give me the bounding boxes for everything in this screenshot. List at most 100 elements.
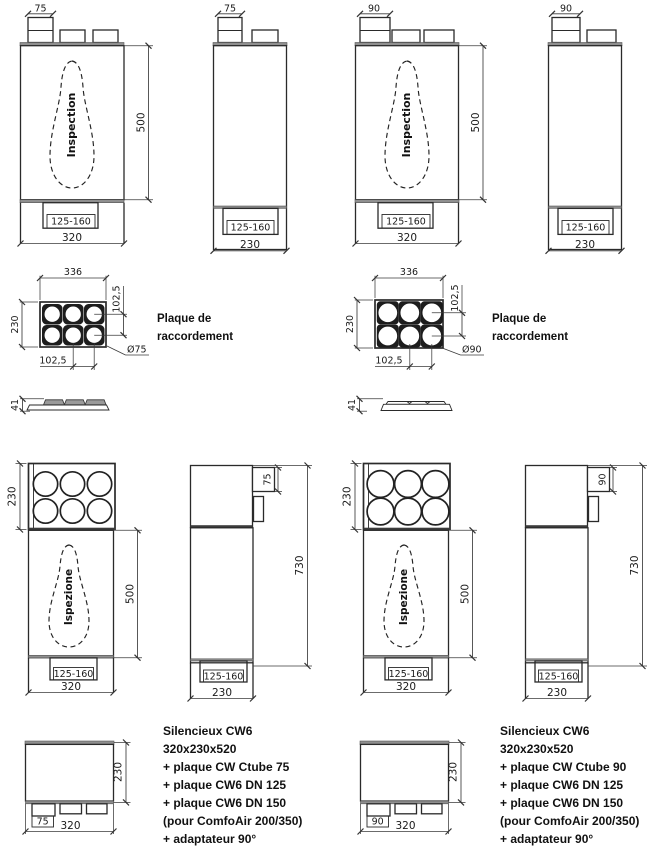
dim-label-102-5: 102,5 [375,356,402,367]
dim-label-75: 75 [263,473,274,485]
assembly-front-90: 230 Ispezione 500 125-160 320 [342,460,477,696]
plate-profile-90: 41 [347,395,453,415]
inspection-label: Inspection [400,93,413,158]
duct-stub [394,803,418,815]
dim-label-730: 730 [294,555,306,575]
spec-line: Silencieux CW6 [500,724,590,738]
spec-line: + plaque CW Ctube 75 [163,760,290,774]
dim-label-collar: 125-160 [539,672,579,683]
dim-label-320: 320 [62,232,82,244]
dim-label-41: 41 [10,399,21,411]
dim-label-320: 320 [61,681,81,693]
dim-label-230: 230 [547,687,567,699]
spec-line: 320x230x520 [163,742,237,756]
duct-stub [251,29,279,44]
dim-label-500: 500 [460,584,472,604]
dim-label-500: 500 [125,584,137,604]
duct-stub [586,29,617,44]
plate-profile-75: 41 [10,395,110,415]
spec-line: + adaptateur 90° [163,832,257,846]
dim-label-75: 75 [37,817,49,828]
dim-label-collar: 125-160 [566,223,606,234]
duct-stub [59,29,86,44]
silencer-body [359,743,450,802]
dim-label-75: 75 [224,4,236,15]
caption-line: Plaque de [492,313,547,325]
spec-block-90: Silencieux CW6 320x230x520 + plaque CW C… [500,722,639,848]
assembly-front-75: 230 Ispezione 500 125-160 320 [7,460,142,696]
dim-label-320: 320 [396,681,416,693]
dim-label-dia90: Ø90 [462,345,482,356]
assembly-side-90: 90 125-160 230 730 [522,462,647,702]
dim-label-230: 230 [113,762,125,782]
inspection-label: Ispezione [398,569,410,625]
dim-label-500: 500 [136,112,148,132]
dim-label-90: 90 [368,4,380,15]
silencer-body [27,529,115,659]
silencer-body [24,743,115,802]
spec-line: + plaque CW6 DN 150 [500,796,624,810]
dim-label-collar: 125-160 [54,669,94,680]
duct-stub [359,16,391,44]
plate-cells [376,301,443,348]
dim-label-collar: 125-160 [204,672,244,683]
duct-stub [31,803,56,817]
dim-label-102-5: 102,5 [39,356,66,367]
plate-holes [32,470,113,525]
plate-caption-right: Plaque de raccordement [492,310,568,346]
dim-label-230: 230 [342,486,354,506]
connection-plate-75: 336 230 102,5 102,5 Ø75 [10,267,149,370]
plate-side [189,464,254,529]
dim-label-500: 500 [470,112,482,132]
dim-label-230: 230 [7,486,19,506]
dim-label-41: 41 [347,399,358,411]
top-view-90: 90 230 320 [357,739,466,835]
duct-stub [391,29,421,44]
dim-label-320: 320 [60,820,80,832]
silencer-body [524,527,589,664]
dim-label-230: 230 [575,239,595,251]
duct-stub [27,16,54,44]
dim-label-dia75: Ø75 [127,345,147,356]
spec-line: + plaque CW6 DN 150 [163,796,287,810]
spec-line: (pour ComfoAir 200/350) [163,814,303,828]
dim-label-collar: 125-160 [386,217,426,228]
dim-label-90: 90 [560,4,572,15]
dim-label-730: 730 [629,555,641,575]
silencer-body [362,529,450,659]
dim-label-320: 320 [397,232,417,244]
duct-stub [59,803,83,815]
duct-stub [587,495,600,523]
duct-stub [217,16,243,44]
duct-stub [586,466,611,493]
silencer-body [212,45,288,251]
spec-line: + plaque CW6 DN 125 [163,778,287,792]
dim-label-90: 90 [598,473,609,485]
duct-stub [366,803,391,817]
assembly-side-75: 75 125-160 230 730 [187,462,312,702]
dim-label-102-5: 102,5 [112,285,123,312]
caption-line: Plaque de [157,313,212,325]
caption-line: raccordement [492,331,569,343]
spec-line: + plaque CW6 DN 125 [500,778,624,792]
dim-label-230: 230 [212,687,232,699]
dim-label-75: 75 [34,4,46,15]
plate-holes [366,469,450,526]
dim-label-336: 336 [400,267,418,278]
spec-line: + adaptateur 90° [500,832,594,846]
plate-caption-left: Plaque de raccordement [157,310,233,346]
plate-cells [42,304,105,346]
duct-stub [252,495,265,523]
inspection-label: Ispezione [63,569,75,625]
dim-label-336: 336 [64,267,82,278]
spec-line: (pour ComfoAir 200/350) [500,814,640,828]
spec-block-75: Silencieux CW6 320x230x520 + plaque CW C… [163,722,302,848]
spec-line: Silencieux CW6 [163,724,253,738]
duct-stub [85,803,108,815]
front-view-75: Inspection 125-160 320 75 500 [17,4,153,247]
side-view-75: 125-160 75 230 [210,4,290,255]
duct-stub [551,16,581,44]
dim-label-102-5: 102,5 [450,284,461,311]
